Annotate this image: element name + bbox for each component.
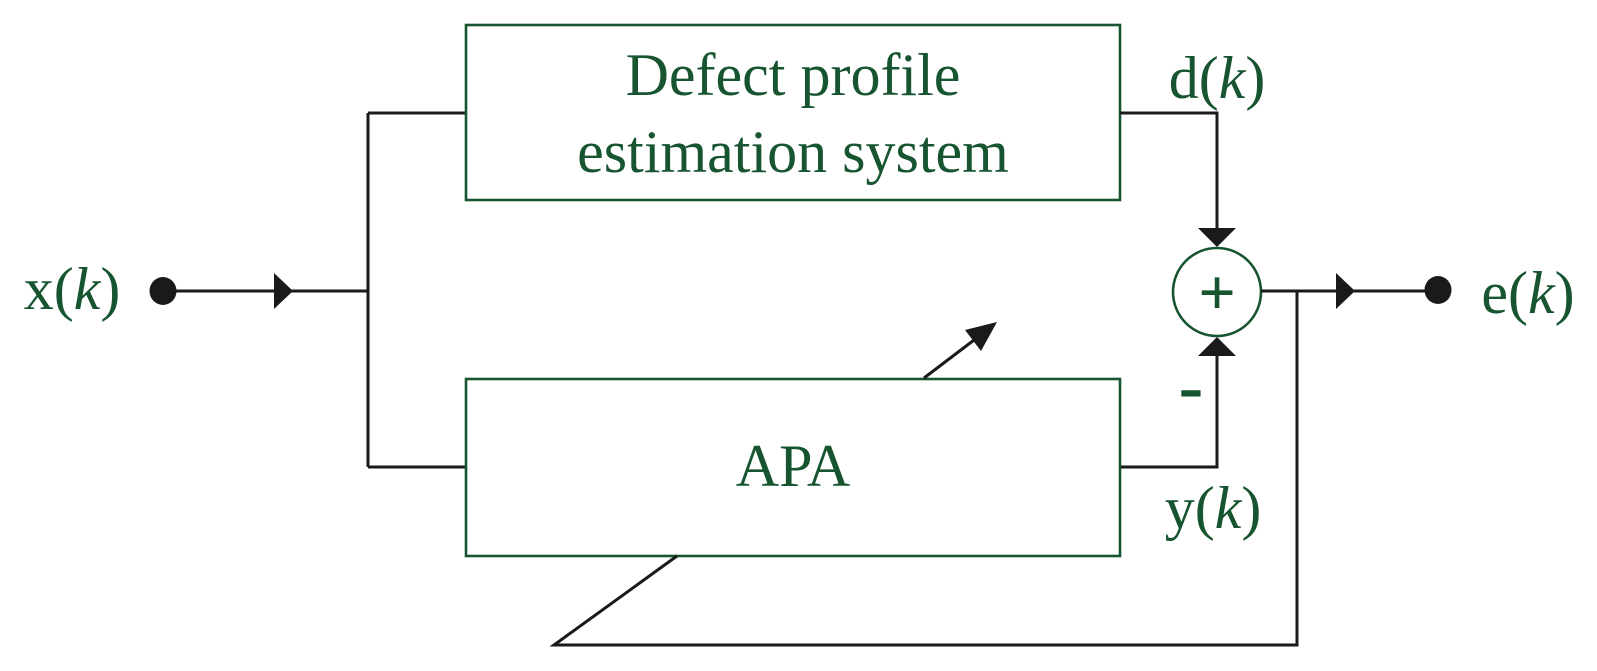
output-signal-prefix: y( [1165, 475, 1215, 541]
output-signal-wire [1121, 354, 1219, 469]
input-arrowhead [274, 273, 293, 309]
desired-signal-wire [1120, 111, 1219, 230]
defect-system-box [464, 23, 1122, 202]
desired-signal-label: d(k) [1169, 45, 1266, 111]
output-signal-label: y(k) [1165, 475, 1262, 541]
minus-sign: - [1179, 346, 1204, 428]
apa-box [464, 377, 1122, 558]
output-arrowhead-up [1198, 337, 1236, 356]
input-signal-var: k [74, 256, 102, 322]
defect-system-label-line2: estimation system [577, 119, 1009, 185]
error-signal-suffix: ) [1555, 260, 1575, 326]
desired-signal-var: k [1219, 45, 1247, 111]
output-signal-suffix: ) [1241, 475, 1261, 541]
input-signal-prefix: x( [24, 256, 74, 322]
output-signal-var: k [1215, 475, 1243, 541]
desired-signal-prefix: d( [1169, 45, 1219, 111]
error-terminal-dot [1424, 276, 1452, 304]
adaptation-arrow-shaft [923, 335, 979, 380]
plus-sign: + [1198, 257, 1236, 330]
error-signal-var: k [1528, 260, 1556, 326]
apa-label: APA [736, 433, 851, 499]
error-signal-label: e(k) [1481, 260, 1574, 326]
input-signal-label: x(k) [24, 256, 121, 322]
desired-arrowhead-down [1198, 228, 1236, 247]
input-signal-suffix: ) [100, 256, 120, 322]
adaptation-arrowhead [965, 322, 997, 351]
defect-system-label-line1: Defect profile [626, 42, 961, 108]
error-signal-prefix: e( [1481, 260, 1528, 326]
input-terminal-dot [149, 277, 177, 305]
desired-signal-suffix: ) [1245, 45, 1265, 111]
error-arrowhead [1336, 273, 1355, 309]
feedback-wire [549, 291, 1299, 647]
